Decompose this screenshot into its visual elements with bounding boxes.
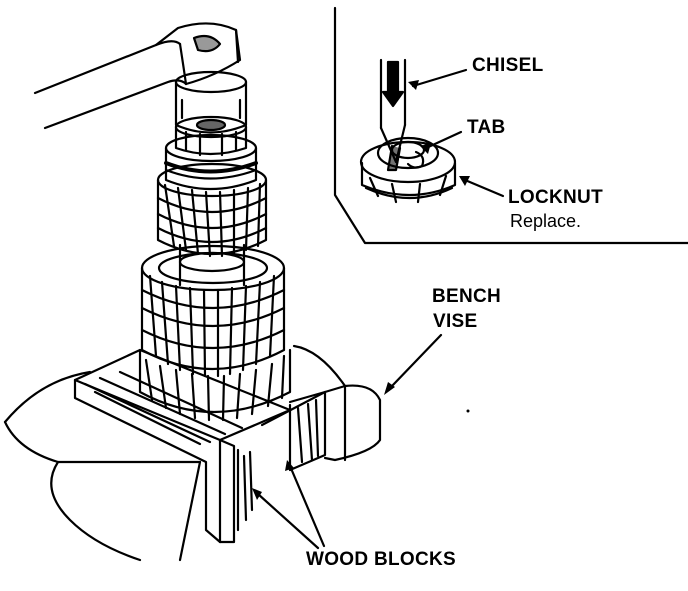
- locknut-label: LOCKNUT: [508, 187, 603, 208]
- vise-label: VISE: [433, 311, 478, 332]
- tab-label: TAB: [467, 117, 506, 138]
- locknut-drawing: [359, 136, 457, 204]
- bearing-collar: [164, 133, 258, 191]
- wood-blocks-label: WOOD BLOCKS: [306, 549, 457, 570]
- bench-label: BENCH: [432, 286, 502, 307]
- main-leaders: [256, 333, 443, 550]
- chisel-label: CHISEL: [472, 55, 544, 76]
- shaft-locknut: [174, 115, 248, 157]
- replace-note: Replace.: [510, 211, 582, 231]
- inset-panel: [333, 6, 688, 245]
- bench-vise: [3, 344, 382, 562]
- wrench-drawing: [33, 22, 242, 130]
- wood-block-left: [73, 348, 292, 544]
- bottom-gear: [138, 348, 292, 422]
- chisel-drawing: [379, 58, 407, 164]
- inset-leaders: [411, 68, 505, 198]
- wood-block-right: [260, 390, 327, 472]
- large-gear: [140, 244, 286, 378]
